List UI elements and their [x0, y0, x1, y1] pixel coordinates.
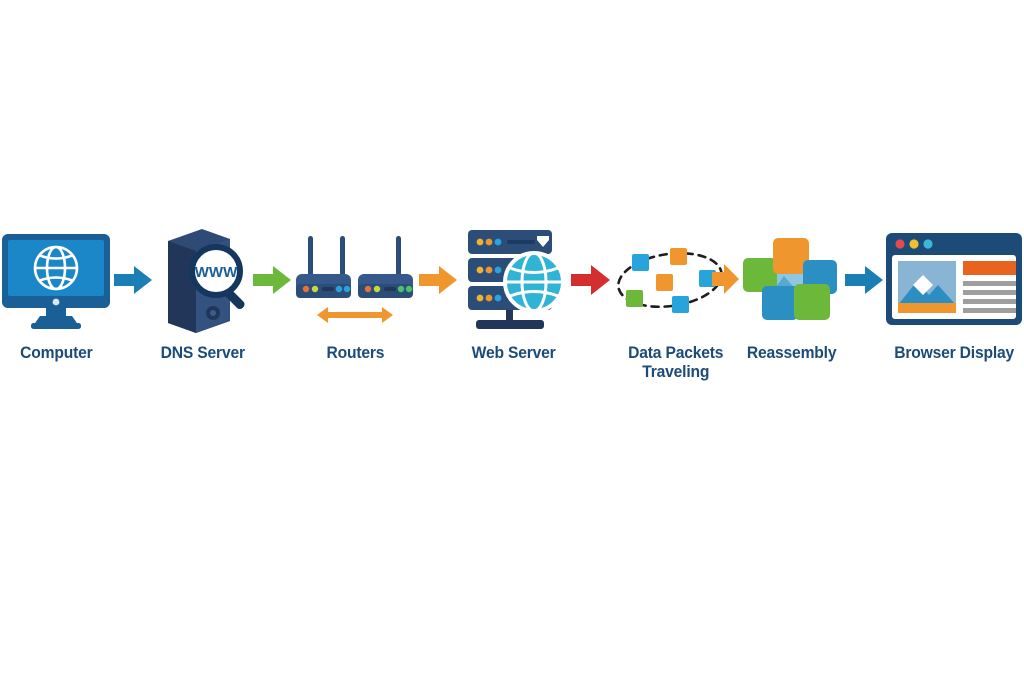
browser-dot-minimize-icon	[909, 239, 919, 249]
download-chevron-icon	[537, 236, 549, 247]
reassembly-icon	[740, 225, 844, 335]
arrow-right-icon	[253, 266, 291, 294]
server-rack-globe-icon	[468, 230, 565, 329]
arrow-right-icon	[114, 266, 152, 294]
flow-step-label: Computer	[19, 343, 93, 362]
page-text-lines	[963, 281, 1016, 313]
flow-step-label: Routers	[326, 343, 384, 362]
arrow-right-icon	[571, 265, 610, 295]
flow-step-dns-server[interactable]: WWW DNS Server	[154, 225, 252, 362]
flow-step-label: Browser Display	[894, 343, 1014, 362]
dns-server-icon: WWW	[154, 225, 252, 335]
connector-computer-to-dns	[112, 225, 154, 335]
globe-icon	[503, 251, 565, 313]
browser-dot-maximize-icon	[923, 239, 933, 249]
flow-step-computer[interactable]: Computer	[0, 225, 112, 362]
page-headline-bar	[963, 261, 1016, 275]
connector-web-server-to-packets	[570, 225, 612, 335]
reassembled-tiles-icon	[743, 238, 837, 320]
flow-step-label: Data Packets Traveling	[628, 343, 724, 381]
router-exchange-arrow-icon	[317, 307, 393, 323]
browser-display-icon	[884, 225, 1024, 335]
arrow-right-icon	[419, 266, 457, 294]
computer-icon	[0, 225, 112, 335]
data-packets-icon	[612, 225, 740, 335]
magnifier-icon: WWW	[189, 244, 245, 310]
connector-reassembly-to-browser	[844, 225, 884, 335]
browser-dot-close-icon	[895, 239, 905, 249]
desktop-monitor-globe-icon	[2, 234, 110, 329]
packet-flow-arrow-icon	[712, 264, 739, 294]
dns-server-tower-magnifier-icon: WWW	[168, 229, 245, 333]
flow-step-label: Web Server	[472, 343, 556, 362]
flow-step-routers[interactable]: Routers	[292, 225, 418, 362]
web-server-icon	[458, 225, 570, 335]
browser-window-page-icon	[886, 233, 1022, 325]
arrow-right-icon	[845, 266, 883, 294]
flow-step-reassembly[interactable]: Reassembly	[740, 225, 844, 362]
www-badge-label: WWW	[195, 264, 238, 281]
connector-routers-to-web-server	[418, 225, 458, 335]
flow-step-web-server[interactable]: Web Server	[458, 225, 570, 362]
two-routers-icon	[296, 236, 413, 323]
data-packets-orbit-icon	[617, 248, 739, 313]
page-image-thumbnail	[898, 261, 956, 313]
flow-step-label: Reassembly	[747, 343, 837, 362]
process-flow: Computer	[0, 225, 1024, 410]
flow-step-browser-display[interactable]: Browser Display	[884, 225, 1024, 362]
connector-dns-to-routers	[252, 225, 292, 335]
flow-step-label: DNS Server	[160, 343, 246, 362]
routers-icon	[292, 225, 418, 335]
flow-step-data-packets-traveling[interactable]: Data Packets Traveling	[612, 225, 740, 381]
